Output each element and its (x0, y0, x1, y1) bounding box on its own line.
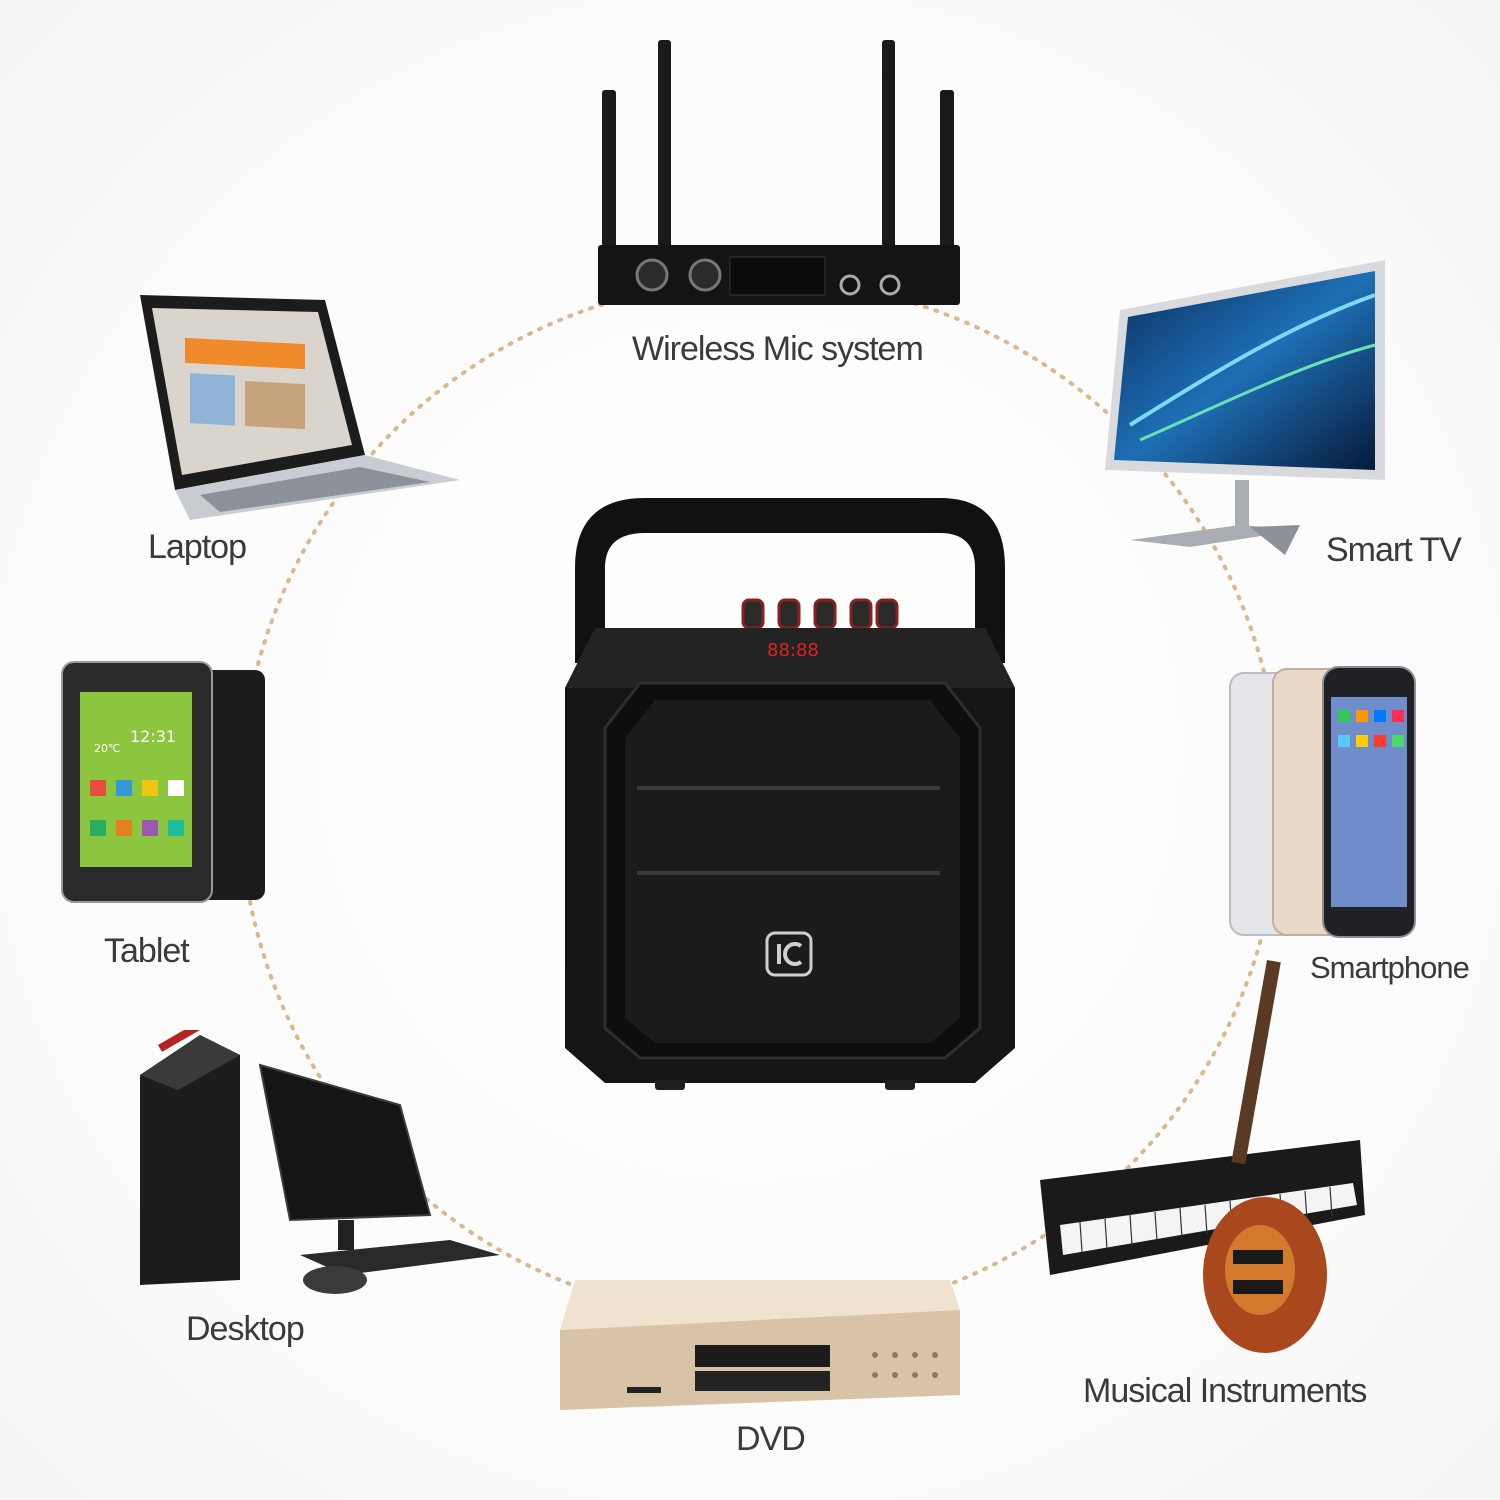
laptop-image (140, 295, 460, 520)
wireless-mic-label: Wireless Mic system (632, 330, 924, 368)
laptop-label: Laptop (148, 528, 247, 566)
speaker-logo-icon (765, 931, 813, 977)
smartphone-label: Smartphone (1310, 950, 1470, 985)
tablet-image: 12:31 20℃ (61, 661, 265, 903)
smartphone-image (1229, 666, 1416, 938)
dvd-label: DVD (736, 1420, 806, 1458)
wireless-mic-receiver-image (598, 40, 960, 305)
tablet-label: Tablet (104, 932, 190, 970)
musical-instruments-label: Musical Instruments (1083, 1372, 1367, 1410)
desktop-label: Desktop (186, 1310, 305, 1348)
desktop-image (140, 1030, 500, 1294)
portable-speaker-image: 88:88 (565, 498, 1015, 1090)
smart-tv-image (1105, 260, 1385, 555)
dvd-player-image (560, 1280, 960, 1410)
smart-tv-label: Smart TV (1326, 531, 1462, 569)
tablet-clock: 12:31 (130, 727, 176, 746)
tablet-temperature: 20℃ (94, 742, 120, 755)
speaker-display-readout: 88:88 (767, 640, 819, 661)
musical-instruments-image (1040, 960, 1365, 1353)
